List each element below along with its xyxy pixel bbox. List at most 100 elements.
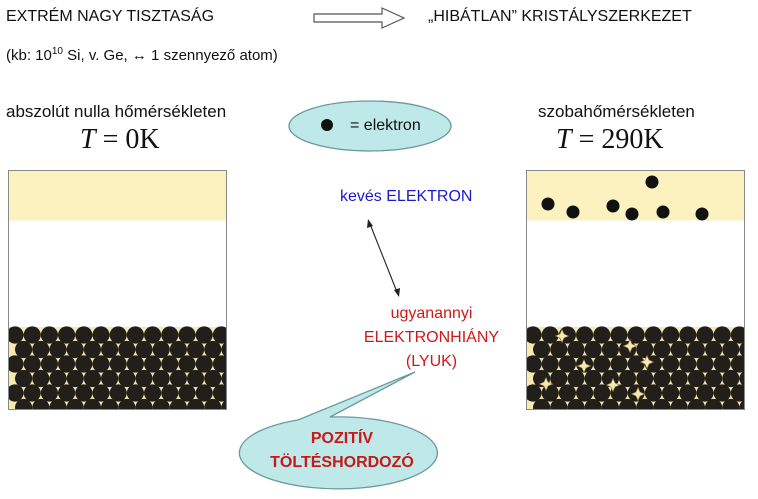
- left-temperature: T = 0K: [80, 124, 160, 156]
- valence-electron: [722, 398, 740, 410]
- conduction-electron: [656, 205, 670, 219]
- valence-electron: [92, 355, 110, 373]
- valence-electron: [662, 326, 680, 344]
- band-gap-right: [526, 220, 745, 327]
- valence-electron: [739, 399, 745, 410]
- valence-electron: [627, 355, 645, 373]
- valence-electron: [75, 384, 93, 402]
- valence-electron: [75, 326, 93, 344]
- valence-electron: [636, 340, 654, 359]
- valence-electron: [696, 384, 714, 402]
- valence-electron: [152, 398, 170, 410]
- valence-electron: [83, 398, 101, 410]
- positive-carrier-label: POZITÍV TÖLTÉSHORDOZÓ: [244, 427, 440, 475]
- valence-electron: [550, 340, 568, 359]
- conduction-electron: [566, 205, 580, 219]
- deficit-line-2: ELEKTRONHIÁNY: [363, 329, 500, 346]
- valence-electron: [722, 340, 740, 359]
- valence-electron: [670, 369, 688, 388]
- connector-double-arrow: [367, 219, 400, 297]
- deficit-line-1: ugyanannyi: [390, 305, 473, 322]
- valence-electron: [653, 369, 671, 388]
- valence-electron: [687, 369, 705, 388]
- valence-electron: [49, 369, 67, 388]
- header-right-text: „HIBÁTLAN” KRISTÁLYSZERKEZET: [428, 8, 692, 25]
- valence-electron: [204, 340, 222, 359]
- valence-electron: [713, 326, 731, 344]
- valence-electron: [593, 355, 611, 373]
- valence-electron: [178, 384, 196, 402]
- valence-electron: [83, 340, 101, 359]
- valence-band-right: [526, 326, 745, 410]
- hole: [554, 328, 570, 344]
- valence-electron: [152, 369, 170, 388]
- conduction-electron: [695, 207, 709, 221]
- valence-electron: [705, 369, 723, 388]
- example-note: (kb: 1010 Si, v. Ge, ↔ 1 szennyező atom): [6, 46, 278, 64]
- valence-electron: [705, 398, 723, 410]
- valence-electron: [118, 340, 136, 359]
- valence-electron: [92, 384, 110, 402]
- valence-electron: [679, 384, 697, 402]
- valence-electron: [40, 355, 59, 373]
- valence-electron: [187, 340, 205, 359]
- few-electron-label: kevés ELEKTRON: [340, 188, 473, 205]
- valence-electron: [593, 384, 611, 402]
- valence-electron: [118, 398, 136, 410]
- valence-electron: [178, 326, 196, 344]
- valence-electron: [567, 369, 585, 388]
- band-diagram-left: [8, 170, 227, 410]
- valence-electron: [101, 398, 119, 410]
- valence-electron: [550, 398, 568, 410]
- valence-electron: [610, 355, 628, 373]
- valence-electron: [221, 399, 227, 410]
- valence-electron: [83, 369, 101, 388]
- positive-line-1: POZITÍV: [310, 430, 374, 447]
- valence-electron: [679, 326, 697, 344]
- valence-electron: [687, 398, 705, 410]
- valence-electron: [541, 326, 559, 344]
- valence-electron: [135, 398, 153, 410]
- valence-electron: [653, 340, 671, 359]
- band-frame-right: [526, 170, 745, 410]
- left-temp-value: 0: [125, 124, 140, 155]
- valence-electron: [169, 398, 187, 410]
- valence-electron: [533, 398, 551, 410]
- example-exponent: 10: [51, 46, 63, 57]
- valence-electron: [636, 398, 654, 410]
- valence-electron: [593, 326, 611, 344]
- valence-electron: [15, 398, 33, 410]
- hole: [538, 376, 554, 392]
- band-frame-left: [8, 170, 227, 410]
- hole: [630, 386, 646, 402]
- valence-electron: [178, 355, 196, 373]
- valence-band-left: [8, 326, 227, 410]
- header-left-text: EXTRÉM NAGY TISZTASÁG: [6, 8, 215, 25]
- valence-electron: [101, 340, 119, 359]
- valence-electron: [109, 326, 127, 344]
- legend-electron-dot: [321, 119, 333, 131]
- valence-electron: [653, 398, 671, 410]
- valence-electron: [687, 340, 705, 359]
- valence-electron: [212, 355, 227, 373]
- valence-electron: [187, 369, 205, 388]
- band-gap-left: [8, 220, 227, 327]
- valence-electron: [619, 369, 637, 388]
- valence-electron: [670, 398, 688, 410]
- valence-electron: [526, 384, 542, 402]
- valence-electron: [15, 369, 33, 388]
- valence-electron: [204, 369, 222, 388]
- valence-electron: [58, 384, 76, 402]
- holes: [538, 328, 655, 402]
- valence-electron: [135, 340, 153, 359]
- valence-electron: [619, 398, 637, 410]
- valence-electron: [550, 369, 568, 388]
- valence-electron: [58, 326, 76, 344]
- valence-electron: [204, 398, 222, 410]
- valence-electron: [662, 355, 680, 373]
- valence-electron: [109, 384, 127, 402]
- valence-electron: [567, 398, 585, 410]
- valence-electron: [526, 326, 542, 344]
- valence-electron: [8, 326, 24, 344]
